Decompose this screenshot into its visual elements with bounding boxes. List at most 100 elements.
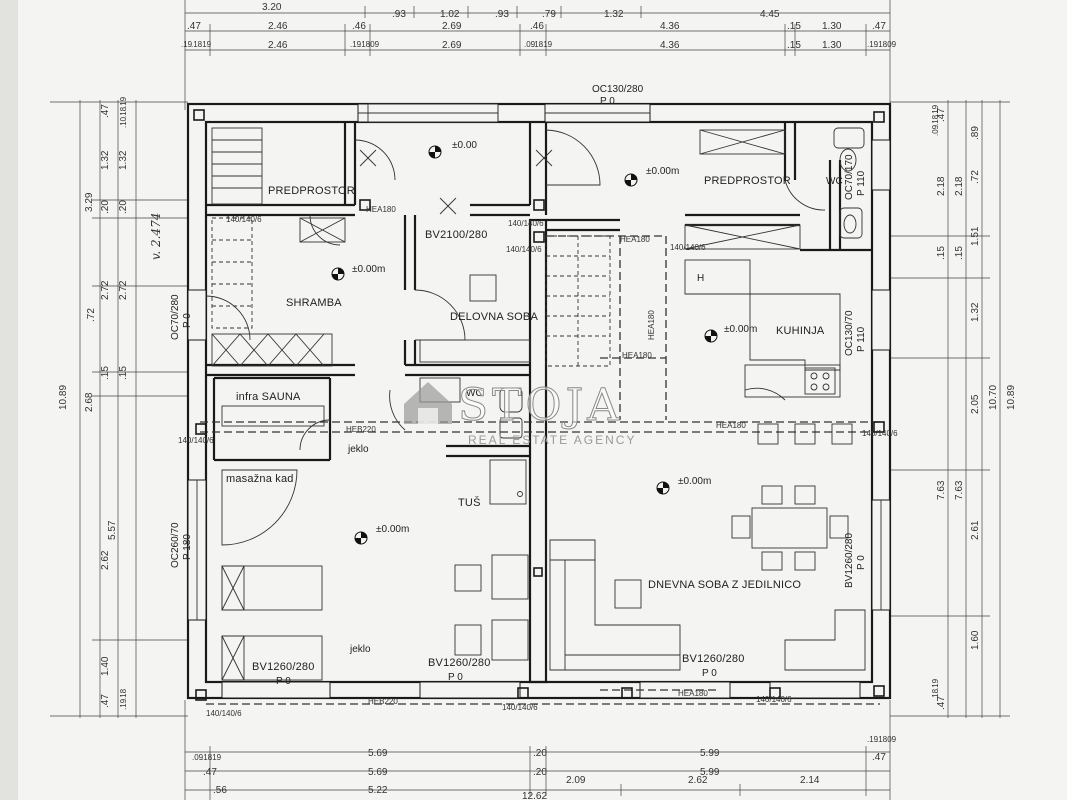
pillar-label: 140/140/6 xyxy=(502,703,538,712)
level-label: ±0.00m xyxy=(678,476,711,487)
left-dim-texts: 10.89 3.29 2.68 5.57 .47 1.32 .20 2.72 .… xyxy=(58,96,163,710)
dim-label: 12.62 xyxy=(522,791,547,800)
dim-label: 2.18 xyxy=(954,176,965,196)
level-marker-icon xyxy=(354,531,368,545)
dim-label: .46 xyxy=(352,21,366,32)
level-label: ±0.00 xyxy=(452,140,477,151)
dim-label: .15 xyxy=(936,246,947,260)
steel-beams xyxy=(200,235,880,705)
dim-label: 2.46 xyxy=(268,21,288,32)
dim-label: .47 xyxy=(100,104,111,118)
dim-label: 10.70 xyxy=(988,385,999,410)
opening-label: P 0 xyxy=(276,676,291,687)
opening-label: BV1260/280 xyxy=(252,661,315,673)
dim-label: 10.89 xyxy=(58,385,69,410)
dim-label: 1.40 xyxy=(100,656,111,676)
beam-label: HEA180 xyxy=(678,689,708,698)
dim-label: 1.32 xyxy=(118,150,129,170)
dim-label: 2.14 xyxy=(800,775,820,786)
dim-label: .47 xyxy=(872,21,886,32)
beam-label: HEA180 xyxy=(366,205,396,214)
room-label-tus: TUŠ xyxy=(458,496,481,509)
dim-label: .19 xyxy=(541,40,553,49)
dim-label: 1.51 xyxy=(970,226,981,246)
dim-label: .18 xyxy=(876,40,888,49)
dim-label: .47 xyxy=(872,752,886,763)
top-dim-row-2: .47 2.46 .46 2.69 .46 4.36 .15 1.30 .47 xyxy=(187,21,886,32)
right-dimension-lines xyxy=(890,100,1010,718)
dim-label: .09 xyxy=(368,40,380,49)
room-label-shramba: SHRAMBA xyxy=(286,297,342,309)
dim-label: .10 xyxy=(119,116,128,128)
handwritten-note: v. 2.474 xyxy=(149,213,163,260)
dim-label: .47 xyxy=(187,21,201,32)
beam-label: jeklo xyxy=(349,644,371,655)
dim-label: .09 xyxy=(524,40,536,49)
dim-label: .20 xyxy=(533,767,547,778)
dim-label: .19 xyxy=(200,40,212,49)
room-label-masazna-kad: masažna kad xyxy=(226,473,294,485)
level-label: ±0.00m xyxy=(646,166,679,177)
dim-label: .18 xyxy=(119,688,128,700)
dim-label: .18 xyxy=(532,40,544,49)
dim-label: 7.63 xyxy=(954,480,965,500)
room-label-wc: WC xyxy=(466,388,483,399)
dim-label: .47 xyxy=(936,696,947,710)
room-label-predprostor: PREDPROSTOR xyxy=(268,185,355,197)
dim-label: 4.36 xyxy=(660,21,680,32)
dim-label: 1.32 xyxy=(100,150,111,170)
level-marker-icon xyxy=(428,145,442,159)
pillar-label: 140/140/6 xyxy=(508,219,544,228)
dim-label: 2.18 xyxy=(936,176,947,196)
bottom-dim-row-2: .47 5.69 .20 5.99 .47 xyxy=(203,752,886,778)
dim-label: .15 xyxy=(787,21,801,32)
beam-label: HEA180 xyxy=(622,351,652,360)
opening-label: BV2100/280 xyxy=(425,229,488,241)
dim-label: 1.32 xyxy=(970,302,981,322)
beam-label: HEA180 xyxy=(647,310,656,340)
dim-label: 5.99 xyxy=(700,767,720,778)
dim-label: .19 xyxy=(119,96,128,108)
interior-walls xyxy=(206,122,872,684)
dim-label: .19 xyxy=(119,698,128,710)
dim-label: .09 xyxy=(192,753,204,762)
dim-label: 2.05 xyxy=(970,394,981,414)
pillar-label: 140/140/6 xyxy=(756,695,792,704)
room-label-kuhinja: KUHINJA xyxy=(776,325,825,337)
dim-label: .09 xyxy=(885,40,897,49)
beam-labels: HEA180 HEA180 HEA180 HEA180 HEA180 HEA18… xyxy=(346,205,746,706)
staircase-middle xyxy=(545,235,611,367)
dim-label: .15 xyxy=(118,366,129,380)
dim-label: 2.62 xyxy=(688,775,708,786)
opening-labels: OC130/280 P 0 BV2100/280 OC70/280 P 0 OC… xyxy=(170,84,867,687)
dim-label: 1.02 xyxy=(440,9,460,20)
level-marker-icon xyxy=(331,267,345,281)
dim-label: 2.72 xyxy=(100,280,111,300)
beam-label: HEB220 xyxy=(346,425,376,434)
dim-label: .19 xyxy=(181,40,193,49)
dim-label: .46 xyxy=(530,21,544,32)
opening-label: OC70/170 xyxy=(844,154,855,200)
room-label-delovna-soba: DELOVNA SOBA xyxy=(450,311,538,323)
right-dim-texts: 10.89 10.70 2.18 2.18 1.51 1.32 2.05 2.6… xyxy=(931,104,1017,710)
dim-label: 2.61 xyxy=(970,520,981,540)
dim-label: .15 xyxy=(787,40,801,51)
pillar-label: 140/140/6 xyxy=(178,436,214,445)
opening-label: BV1260/280 xyxy=(682,653,745,665)
dim-label: 1.30 xyxy=(822,21,842,32)
pillar-label: 140/140/6 xyxy=(862,429,898,438)
dim-label: 5.57 xyxy=(107,520,118,540)
bottom-dimension-lines xyxy=(184,700,891,800)
level-markers: ±0.00 ±0.00m ±0.00m ±0.00m ±0.00m ±0.00m xyxy=(331,140,757,545)
dim-label: .20 xyxy=(100,200,111,214)
dim-label: .18 xyxy=(191,40,203,49)
opening-label: OC70/280 xyxy=(170,294,181,340)
beam-label: jeklo xyxy=(347,444,369,455)
dim-label: .72 xyxy=(970,170,981,184)
staircase-left xyxy=(211,127,333,367)
dim-label: 1.32 xyxy=(604,9,624,20)
opening-label: P 0 xyxy=(448,672,463,683)
dim-label: 2.46 xyxy=(268,40,288,51)
dim-label: .20 xyxy=(533,748,547,759)
